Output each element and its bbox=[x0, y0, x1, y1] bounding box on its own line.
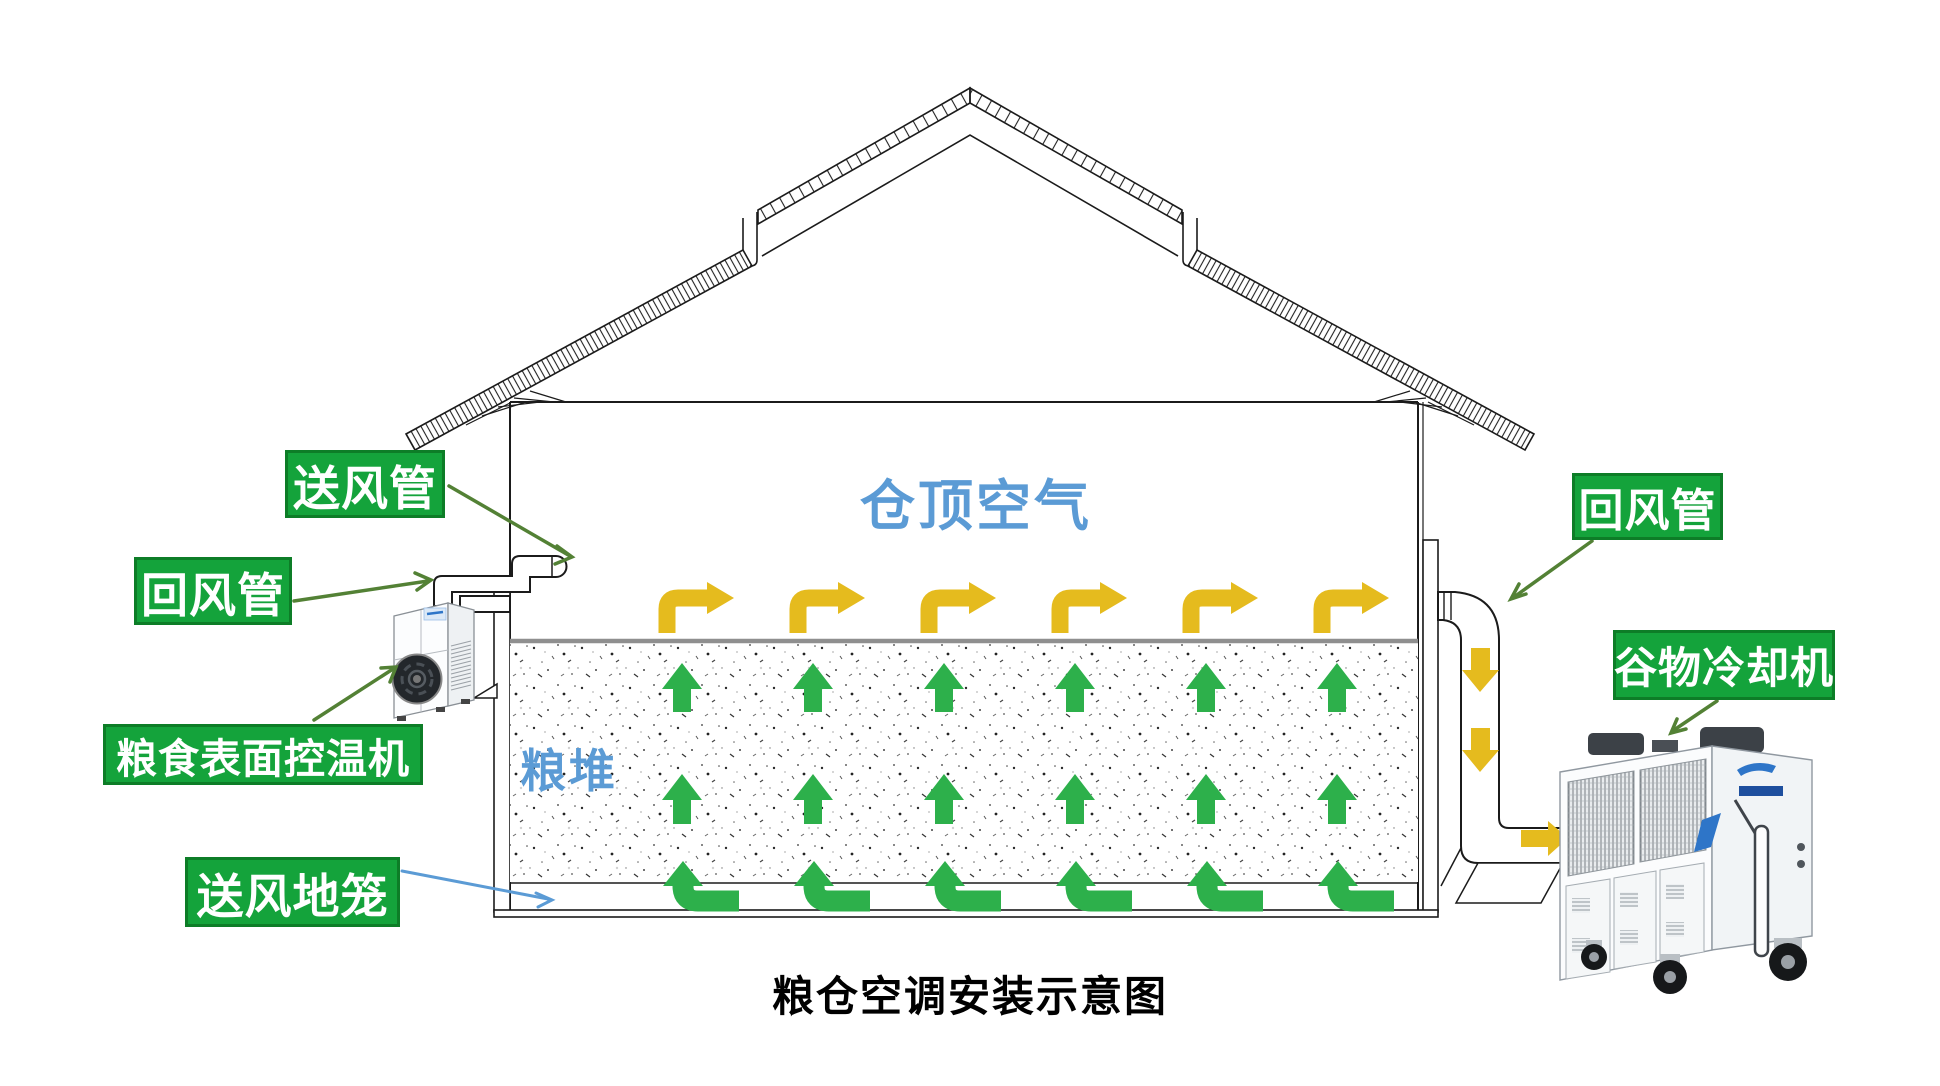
return-duct-right-run bbox=[1437, 591, 1565, 904]
return-duct-flow-arrows bbox=[1462, 648, 1568, 856]
return-duct-right-pointer-arrow bbox=[1507, 539, 1594, 603]
return-duct-left-pointer-arrow bbox=[292, 571, 435, 603]
grain-cooler-unit bbox=[1559, 727, 1813, 994]
headspace-flow-arrow bbox=[789, 582, 865, 633]
down-flow-arrow bbox=[1462, 728, 1499, 772]
label-return-duct-right: 回风管 bbox=[1572, 473, 1723, 540]
floor-cage-flow-arrows bbox=[663, 861, 1394, 912]
up-flow-arrow bbox=[793, 663, 833, 712]
left-unit-pipes bbox=[433, 555, 568, 699]
label-return-duct-left: 回风管 bbox=[134, 557, 292, 625]
grain-cooler-pointer-arrow bbox=[1667, 699, 1719, 736]
warehouse-roof bbox=[404, 86, 1536, 452]
condenser-grille bbox=[1639, 758, 1707, 863]
up-flow-arrow bbox=[1055, 663, 1095, 712]
surface-temp-unit-pointer-arrow bbox=[312, 665, 399, 722]
up-flow-arrow bbox=[1186, 774, 1226, 824]
bent-up-flow-arrow bbox=[1056, 861, 1132, 912]
wheels bbox=[1581, 938, 1807, 994]
up-flow-arrow bbox=[1317, 663, 1357, 712]
diagram-title: 粮仓空调安装示意图 bbox=[771, 973, 1168, 1020]
label-grain-cooler: 谷物冷却机 bbox=[1613, 630, 1835, 700]
brand-band bbox=[1739, 786, 1783, 796]
up-flow-arrow bbox=[793, 774, 833, 824]
floor-air-cage-pointer-arrow bbox=[400, 869, 556, 909]
blue-ribbon bbox=[1694, 813, 1721, 852]
up-flow-arrow bbox=[1317, 774, 1357, 824]
grain-speckle-texture bbox=[510, 643, 1418, 882]
support-bracket bbox=[471, 682, 498, 699]
louver-panel bbox=[1613, 870, 1657, 970]
duct-3d-face bbox=[1454, 862, 1565, 904]
up-flow-arrow bbox=[662, 774, 702, 824]
up-flow-arrow bbox=[924, 663, 964, 712]
grain-pile-area bbox=[510, 638, 1418, 884]
label-surface-temp-unit: 粮食表面控温机 bbox=[103, 724, 423, 785]
supply-duct-pointer-arrow bbox=[447, 484, 576, 566]
up-flow-arrow bbox=[662, 663, 702, 712]
return-pipe-stub bbox=[459, 595, 511, 613]
surface-temp-unit bbox=[391, 602, 475, 721]
headspace-flow-arrow bbox=[658, 582, 734, 633]
headspace-flow-arrows bbox=[658, 582, 1389, 633]
fan-icon bbox=[391, 653, 443, 705]
headspace-flow-arrow bbox=[920, 582, 996, 633]
bent-up-flow-arrow bbox=[663, 861, 739, 912]
side-grille bbox=[450, 640, 472, 691]
up-flow-arrow bbox=[1186, 663, 1226, 712]
headspace-flow-arrow bbox=[1313, 582, 1389, 633]
push-handle bbox=[1753, 824, 1770, 958]
headspace-flow-arrow bbox=[1051, 582, 1127, 633]
louver-panel bbox=[1659, 862, 1705, 960]
up-flow-arrow bbox=[924, 774, 964, 824]
bent-up-flow-arrow bbox=[1187, 861, 1263, 912]
grain-flow-arrows-mid-row bbox=[662, 774, 1357, 824]
supply-pipe bbox=[433, 555, 568, 607]
zone-label-headspace: 仓顶空气 bbox=[860, 475, 1093, 537]
brand-logo bbox=[1737, 762, 1776, 776]
zone-label-grain-pile: 粮堆 bbox=[520, 745, 618, 797]
bent-up-flow-arrow bbox=[1318, 861, 1394, 912]
bent-up-flow-arrow bbox=[925, 861, 1001, 912]
label-floor-air-cage: 送风地笼 bbox=[185, 857, 400, 927]
up-flow-arrow bbox=[1055, 774, 1095, 824]
condenser-grille bbox=[1567, 770, 1635, 877]
headspace-flow-arrow bbox=[1182, 582, 1258, 633]
bent-up-flow-arrow bbox=[794, 861, 870, 912]
label-pointer-arrows bbox=[292, 484, 1719, 909]
label-supply-duct: 送风管 bbox=[285, 450, 445, 518]
grain-flow-arrows-top-row bbox=[662, 663, 1357, 712]
down-flow-arrow bbox=[1462, 648, 1499, 692]
right-flow-arrow bbox=[1521, 821, 1568, 856]
